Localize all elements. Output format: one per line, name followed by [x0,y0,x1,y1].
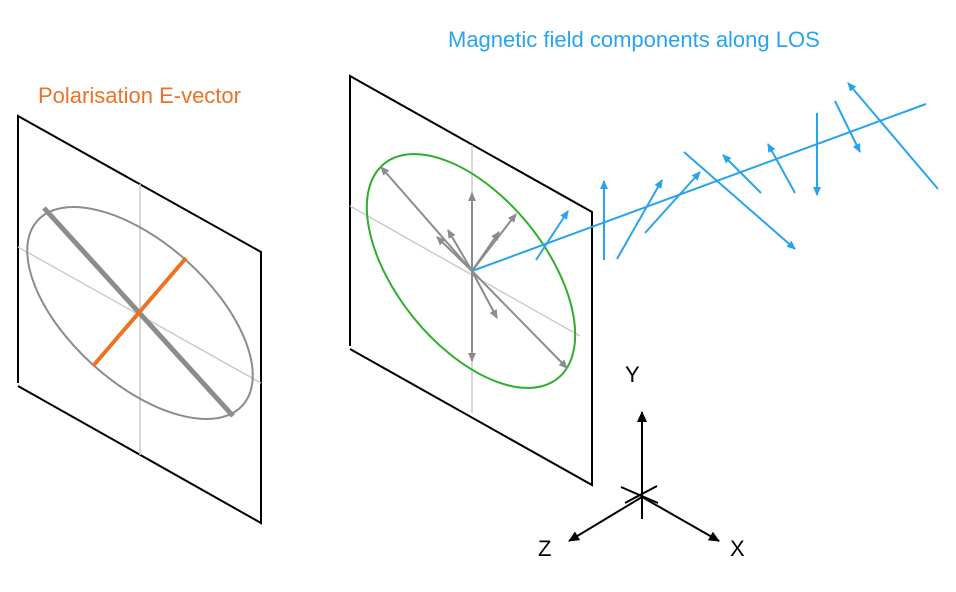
left-polarisation-ellipse [26,206,254,420]
middle-panel-frame [349,74,593,487]
left-panel-frame [17,114,262,525]
x-axis-arrow [641,496,720,542]
vector-arrow [471,213,517,272]
field-arrow [834,100,861,153]
field-arrow [722,154,762,194]
right-title: Magnetic field components along LOS [448,27,820,52]
axis-label-x: X [730,536,745,561]
field-arrow [644,171,701,234]
axis-cross-stroke [624,485,658,504]
left-panel [17,114,262,525]
field-arrow [616,179,663,260]
los-line [471,103,927,272]
middle-field-ellipse [365,153,577,389]
coordinate-axes: Y X Z [538,362,745,561]
vector-arrow [436,236,473,272]
field-arrow [767,143,796,194]
los-field-components [471,82,939,272]
middle-field-vectors [380,166,568,369]
vector-arrow [380,166,473,272]
vector-arrow [471,270,568,369]
axis-label-y: Y [625,362,640,387]
field-arrow [535,210,569,261]
axis-label-z: Z [538,536,551,561]
field-arrow [683,151,796,250]
middle-panel-los-line [349,205,581,337]
vector-arrow [471,270,498,319]
field-arrow [847,82,939,190]
middle-panel [349,74,593,487]
vector-arrow [447,229,473,272]
left-title: Polarisation E-vector [38,83,241,108]
z-axis-arrow [568,496,643,542]
left-e-vector [91,256,188,368]
